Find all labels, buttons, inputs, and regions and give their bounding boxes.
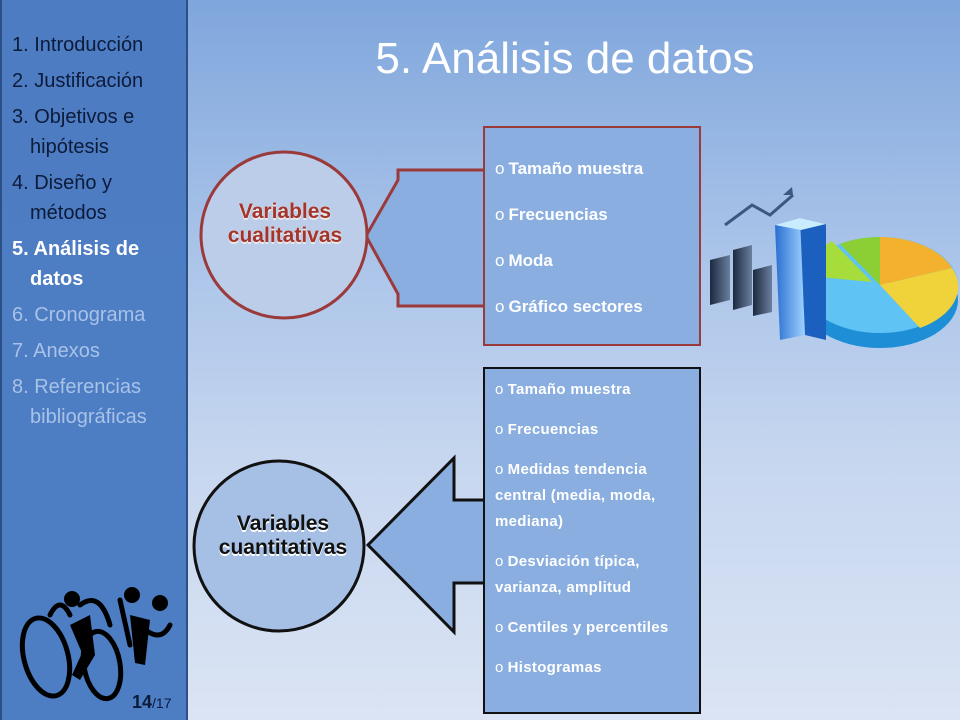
sidebar-item-analisis[interactable]: 5. Análisis de datos — [12, 238, 140, 290]
qualitative-label-line2: cualitativas — [227, 224, 343, 247]
sidebar-menu: 1. Introducción 2. Justificación 3. Obje… — [12, 30, 184, 438]
qualitative-arrow — [364, 168, 487, 308]
list-item-text: Tamaño muestra — [508, 159, 644, 178]
qualitative-circle — [199, 150, 369, 320]
list-item-text: Histogramas — [507, 659, 602, 676]
bullet-icon: o — [495, 659, 504, 676]
bullet-icon: o — [495, 159, 505, 178]
list-item-text: Frecuencias — [508, 205, 608, 224]
sidebar-item-anexos[interactable]: 7. Anexos — [12, 340, 100, 362]
sidebar-item-justificacion[interactable]: 2. Justificación — [12, 70, 144, 92]
quantitative-label: Variables cuantitativas — [198, 512, 368, 560]
list-item-text: Medidas tendencia central (media, moda, … — [495, 461, 656, 530]
sidebar-item-objetivos[interactable]: 3. Objetivos e hipótesis — [12, 106, 135, 158]
list-item-text: Gráfico sectores — [508, 297, 643, 316]
page-number: 14/17 — [132, 692, 172, 713]
bullet-icon: o — [495, 461, 504, 478]
sidebar-item-introduccion[interactable]: 1. Introducción — [12, 34, 144, 56]
bullet-icon: o — [495, 205, 505, 224]
page-current: 14 — [132, 692, 153, 712]
bullet-icon: o — [495, 619, 504, 636]
quantitative-arrow — [365, 454, 487, 636]
qualitative-label-line1: Variables — [238, 200, 332, 223]
quantitative-label-line1: Variables — [236, 512, 330, 535]
sidebar-item-cronograma[interactable]: 6. Cronograma — [12, 304, 146, 326]
qualitative-label: Variables cualitativas — [200, 200, 370, 248]
list-item-text: Tamaño muestra — [507, 381, 631, 398]
bullet-icon: o — [495, 297, 505, 316]
list-item-text: Frecuencias — [507, 421, 599, 438]
cyclist-logo — [19, 587, 173, 702]
sidebar-item-diseno[interactable]: 4. Diseño y métodos — [12, 172, 113, 224]
bullet-icon: o — [495, 381, 504, 398]
list-item-text: Desviación típica, varianza, amplitud — [495, 553, 640, 596]
sidebar: 1. Introducción 2. Justificación 3. Obje… — [0, 0, 188, 720]
page-total: /17 — [152, 695, 172, 711]
quantitative-label-line2: cuantitativas — [218, 536, 348, 559]
list-item-text: Centiles y percentiles — [507, 619, 669, 636]
quantitative-circle — [192, 459, 366, 633]
bullet-icon: o — [495, 553, 504, 570]
bullet-icon: o — [495, 251, 505, 270]
list-item-text: Moda — [508, 251, 553, 270]
sidebar-item-referencias[interactable]: 8. Referencias bibliográficas — [12, 376, 147, 428]
page-title: 5. Análisis de datos — [375, 34, 755, 83]
bullet-icon: o — [495, 421, 504, 438]
